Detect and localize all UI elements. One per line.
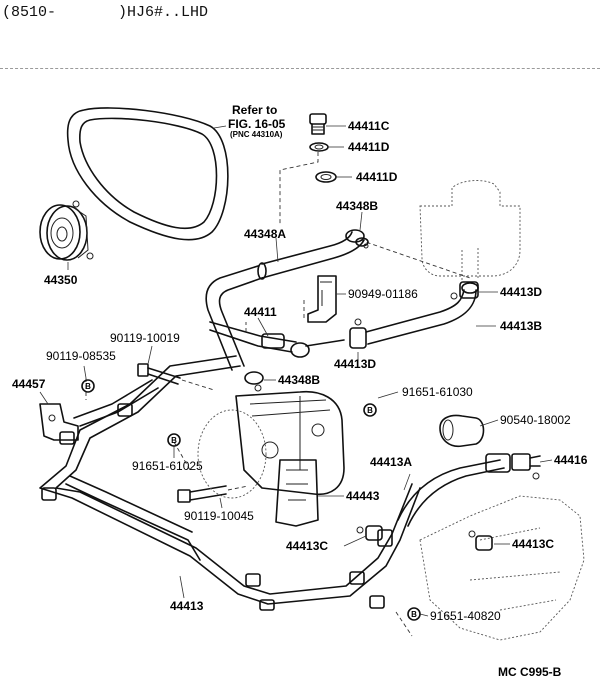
header-model-range-start: (8510-: [2, 4, 57, 21]
label-44411d-upper: 44411D: [348, 140, 390, 154]
refer-to-text: Refer to: [232, 103, 277, 117]
clamp-44348b-lower: [244, 371, 264, 392]
steering-gear-housing: [419, 495, 585, 641]
washer-44411d-upper: [309, 142, 329, 152]
label-44413: 44413: [170, 599, 204, 613]
label-44413d-right: 44413D: [500, 285, 542, 299]
label-44348b-lower: 44348B: [278, 373, 320, 387]
marker-b-91651-40820: B: [407, 607, 421, 621]
refer-leader: [213, 125, 227, 129]
label-91651-61030: 91651-61030: [402, 385, 473, 399]
header-separator: [0, 68, 600, 69]
bracket-44443: [275, 459, 319, 527]
label-44416: 44416: [554, 453, 588, 467]
washer-44411d-lower: [315, 171, 337, 183]
marker-b-90119-08535: B: [81, 379, 95, 393]
marker-b-91651-61025: B: [167, 433, 181, 447]
refer-pnc-text: (PNC 44310A): [230, 130, 283, 139]
label-44413d-center: 44413D: [334, 357, 376, 371]
reservoir-tank: [359, 180, 521, 280]
marker-b-91651-61030: B: [363, 403, 377, 417]
clamp-44348b-upper: [355, 237, 369, 249]
svg-text:B: B: [411, 610, 417, 619]
label-91651-61025: 91651-61025: [132, 459, 203, 473]
bracket-90949-01186: [307, 275, 337, 323]
drive-belt: [66, 107, 229, 241]
label-90119-10019: 90119-10019: [110, 331, 180, 345]
tube-clamps: [41, 403, 393, 611]
hose-44413a: [397, 453, 511, 527]
fitting-44416: [511, 453, 541, 480]
label-44348b-upper: 44348B: [336, 199, 378, 213]
clip-44413d-center: [349, 318, 367, 349]
svg-text:B: B: [171, 436, 177, 445]
label-91651-40820: 91651-40820: [430, 609, 501, 623]
svg-text:B: B: [367, 406, 373, 415]
cooler-tube-44413: [39, 355, 421, 605]
label-44413c-left: 44413C: [286, 539, 328, 553]
label-44411d-lower: 44411D: [356, 170, 398, 184]
grommet-90540-18002: [439, 414, 485, 448]
leader-lines: [39, 125, 553, 617]
label-44413a: 44413A: [370, 455, 412, 469]
label-90540-18002: 90540-18002: [500, 413, 571, 427]
bracket-44457: [39, 403, 79, 441]
label-90119-10045: 90119-10045: [184, 509, 254, 523]
label-44413b: 44413B: [500, 319, 542, 333]
label-44443: 44443: [346, 489, 380, 503]
pressure-hose-44411: [209, 321, 345, 358]
refer-figure-text: FIG. 16-05: [228, 117, 286, 131]
suction-hose-44413b: [365, 282, 479, 345]
label-90119-08535: 90119-08535: [46, 349, 116, 363]
cap-assembly-guide: [279, 152, 319, 224]
label-44457: 44457: [12, 377, 46, 391]
header-model-code: )HJ6#..LHD: [118, 4, 209, 21]
page-header: (8510- )HJ6#..LHD: [0, 0, 600, 30]
reservoir-guide-line: [359, 239, 471, 279]
svg-text:B: B: [85, 382, 91, 391]
clip-44413c-left: [356, 525, 383, 541]
clip-44413c-right: [468, 530, 493, 551]
pipe-upper-riser: [205, 265, 263, 371]
label-44411c: 44411C: [348, 119, 390, 133]
reservoir-cap-44411c: [309, 113, 327, 135]
clip-44413d-right: [450, 281, 479, 300]
label-44413c-right: 44413C: [512, 537, 554, 551]
label-44348a: 44348A: [244, 227, 286, 241]
guide-line-pump: [173, 441, 191, 471]
label-44350: 44350: [44, 273, 78, 287]
label-90949-01186: 90949-01186: [348, 287, 418, 301]
return-hose-44348a: [257, 229, 365, 280]
diagram-code: MC C995-B: [498, 665, 562, 679]
label-44411: 44411: [244, 305, 277, 319]
guide-line-bottom: [395, 611, 413, 637]
bolt-90119-10045: [177, 485, 249, 503]
pulley-44350: [39, 200, 94, 261]
power-steering-pump: [197, 390, 345, 499]
